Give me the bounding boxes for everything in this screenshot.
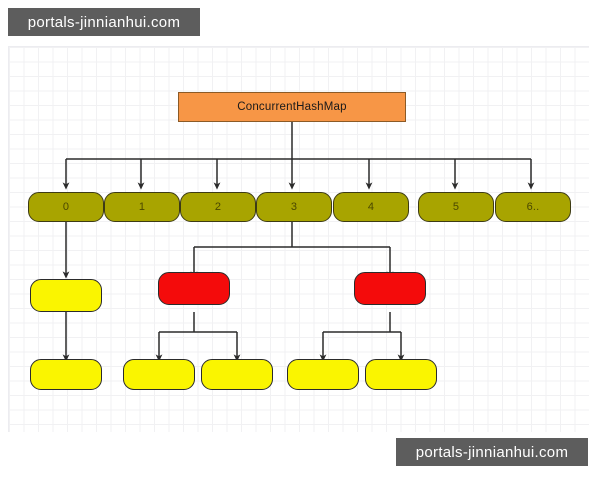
node-entry-yellow-6[interactable] — [365, 359, 437, 390]
node-bucket-2[interactable]: 2 — [180, 192, 256, 222]
node-bucket-1[interactable]: 1 — [104, 192, 180, 222]
node-treebin-red-2[interactable] — [354, 272, 426, 305]
node-bucket-6[interactable]: 6.. — [495, 192, 571, 222]
node-entry-yellow-1[interactable] — [30, 279, 102, 312]
node-treebin-red-1[interactable] — [158, 272, 230, 305]
watermark-bottom: portals-jinnianhui.com — [396, 438, 588, 466]
node-entry-yellow-5[interactable] — [287, 359, 359, 390]
node-bucket-3[interactable]: 3 — [256, 192, 332, 222]
node-entry-yellow-2[interactable] — [30, 359, 102, 390]
node-entry-yellow-3[interactable] — [123, 359, 195, 390]
node-entry-yellow-4[interactable] — [201, 359, 273, 390]
watermark-top: portals-jinnianhui.com — [8, 8, 200, 36]
node-bucket-4[interactable]: 4 — [333, 192, 409, 222]
node-bucket-0[interactable]: 0 — [28, 192, 104, 222]
node-bucket-5[interactable]: 5 — [418, 192, 494, 222]
node-concurrenthashmap[interactable]: ConcurrentHashMap — [178, 92, 406, 122]
